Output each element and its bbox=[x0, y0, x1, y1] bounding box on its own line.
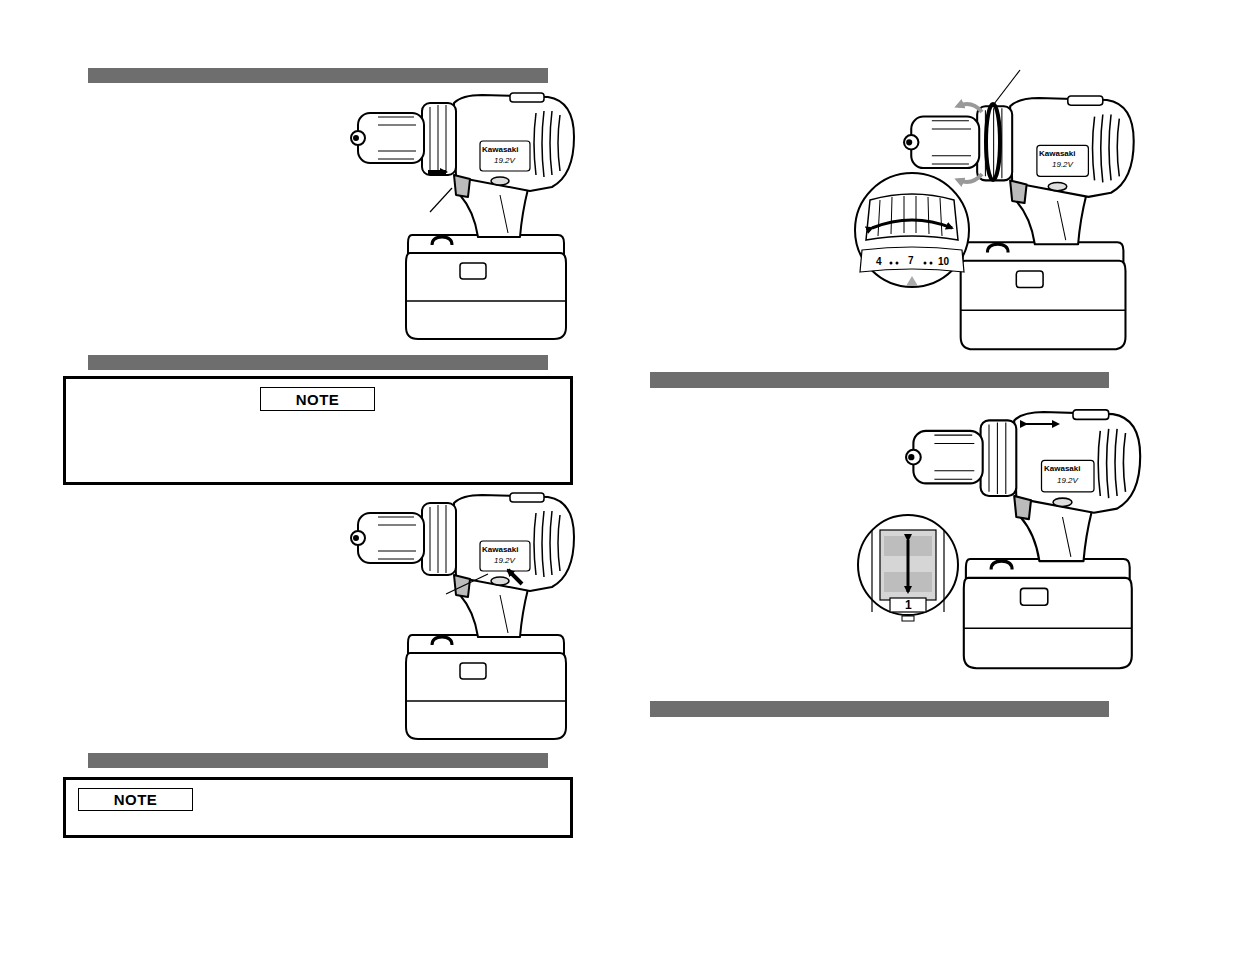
section-bar bbox=[650, 701, 1109, 717]
dial-number: 7 bbox=[908, 256, 914, 266]
pointer-arrow bbox=[508, 570, 522, 584]
note-frame bbox=[65, 779, 572, 837]
voltage-label: 19.2V bbox=[494, 157, 515, 165]
section-bar bbox=[88, 68, 548, 83]
clutch-ring bbox=[986, 104, 1000, 180]
note-frame bbox=[65, 378, 572, 484]
rotation-arrow bbox=[958, 174, 982, 182]
section-bar bbox=[88, 753, 548, 768]
drill-figure bbox=[351, 93, 574, 339]
section-bar bbox=[88, 355, 548, 370]
slide-arrow bbox=[1026, 423, 1058, 425]
gear-number: 1 bbox=[905, 599, 912, 611]
gear-switch-inset bbox=[858, 515, 958, 621]
leader-line bbox=[446, 574, 488, 594]
voltage-label: 19.2V bbox=[1052, 161, 1073, 169]
dial-number: 4 bbox=[876, 257, 882, 267]
note-tag: NOTE bbox=[260, 387, 375, 411]
note-heading: NOTE bbox=[296, 391, 340, 408]
brand-label: Kawasaki bbox=[482, 546, 518, 554]
pointer-arrow bbox=[428, 170, 446, 174]
leader-line bbox=[994, 70, 1020, 104]
note-tag: NOTE bbox=[78, 788, 193, 811]
note-heading: NOTE bbox=[114, 791, 158, 808]
rotation-arrow bbox=[958, 104, 982, 112]
section-bar bbox=[650, 372, 1109, 388]
dial-number: 10 bbox=[938, 257, 949, 267]
voltage-label: 19.2V bbox=[494, 557, 515, 565]
brand-label: Kawasaki bbox=[482, 146, 518, 154]
dial-inset bbox=[855, 173, 969, 287]
brand-label: Kawasaki bbox=[1044, 465, 1080, 473]
brand-label: Kawasaki bbox=[1039, 150, 1075, 158]
drill-figure bbox=[351, 493, 574, 739]
leader-line bbox=[430, 188, 452, 212]
voltage-label: 19.2V bbox=[1057, 477, 1078, 485]
